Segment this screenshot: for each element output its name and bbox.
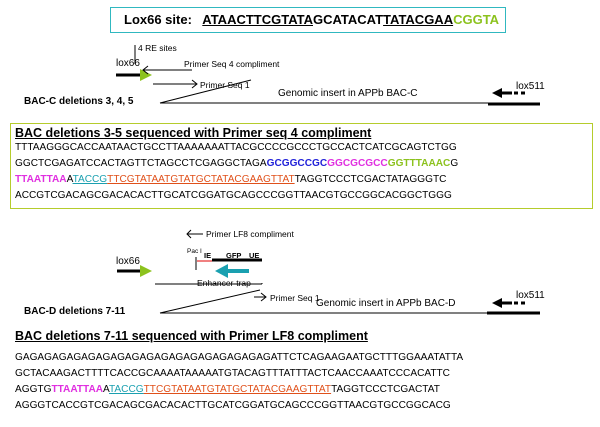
seq-d-line-3: AGGTGTTAATTAAATACCGTTCGTATAATGTATGCTATAC…	[15, 384, 440, 395]
seq-c-box	[10, 123, 593, 209]
seq-d-line-4: AGGGTCACCGTCGACAGCGACACACTTGCATCGGATGCAG…	[15, 400, 451, 411]
ue-label: UE	[249, 251, 260, 260]
seq-c-line-3: TTAATTAAATACCGTTCGTATAATGTATGCTATACGAAGT…	[15, 174, 447, 185]
lox66-seq-part3: TATACGAA	[383, 12, 454, 27]
lox66-site-box	[110, 7, 506, 33]
lox66-arrow-c	[140, 69, 152, 81]
lox66-seq-part1: ATAACTTCGTATA	[202, 12, 313, 27]
seq-d-line-2: GCTACAAGACTTTTCACCGCAAAATAAAAATGTACAGTTT…	[15, 368, 450, 379]
seq-d-title: BAC deletions 7-11 sequenced with Primer…	[15, 329, 368, 343]
primer-seq4-label: Primer Seq 4 compliment	[184, 59, 280, 69]
re-sites-label: 4 RE sites	[138, 43, 177, 53]
noti-site: GCGGCCGC	[266, 158, 328, 169]
seq-c-title: BAC deletions 3-5 sequenced with Primer …	[15, 126, 372, 140]
paci-label: Pac I	[187, 248, 202, 255]
lox66-label-d: lox66	[116, 256, 140, 267]
paci-site-d: TTAATTAA	[51, 384, 104, 395]
primer-lf8-label: Primer LF8 compliment	[206, 229, 294, 239]
lox66-site-title: Lox66 site: ATAACTTCGTATAGCATACATTATACGA…	[124, 12, 499, 27]
enhancer-trap-label: Enhancer-trap	[197, 278, 251, 288]
bac-d-genomic-label: Genomic insert in APPb BAC-D	[316, 298, 456, 309]
paci-site-c: TTAATTAA	[15, 174, 67, 185]
lox66-arrow-d	[140, 265, 152, 277]
bac-d-deletions-label: BAC-D deletions 7-11	[24, 306, 126, 317]
asci-site: GGCGCGCC	[327, 158, 388, 169]
primer-seq1-label-c: Primer Seq 1	[200, 80, 250, 90]
lox66-label-c: lox66	[116, 58, 140, 69]
lox66-site-label: Lox66 site:	[124, 12, 192, 27]
pmei-site: GTTTAAAC	[395, 158, 451, 169]
seq-c-line-1: TTTAAGGGCACCAATAACTGCCTTAAAAAAATTACGCCCC…	[15, 142, 457, 153]
bac-c-deletions-label: BAC-C deletions 3, 4, 5	[24, 96, 134, 107]
lox511-label-c: lox511	[516, 81, 545, 92]
lox-site-c: TTCGTATAATGTATGCTATACGAAGTTAT	[107, 174, 295, 185]
lox66-seq-green: CGGTA	[453, 12, 500, 27]
lox66-seq-part2: GCATACAT	[313, 12, 384, 27]
primer-seq1-label-d: Primer Seq 1	[270, 293, 320, 303]
lox-site-d: TTCGTATAATGTATGCTATACGAAGTTAT	[143, 384, 332, 395]
bac-c-genomic-label: Genomic insert in APPb BAC-C	[278, 88, 418, 99]
bac-c-top-line	[159, 79, 252, 104]
bac-d-diag-line	[159, 289, 261, 314]
seq-c-line-4: ACCGTCGACAGCGACACACTTGCATCGGATGCAGCCCGGT…	[15, 190, 452, 201]
lox511-label-d: lox511	[516, 290, 545, 301]
seq-d-line-1: GAGAGAGAGAGAGAGAGAGAGAGAGAGAGAGAGAGATTCT…	[15, 352, 464, 363]
ie-label: IE	[204, 251, 212, 260]
seq-c-line-2: GGCTCGAGATCCACTAGTTCTAGCCTCGAGGCTAGAGCGG…	[15, 158, 459, 169]
gfp-label: GFP	[226, 251, 242, 260]
